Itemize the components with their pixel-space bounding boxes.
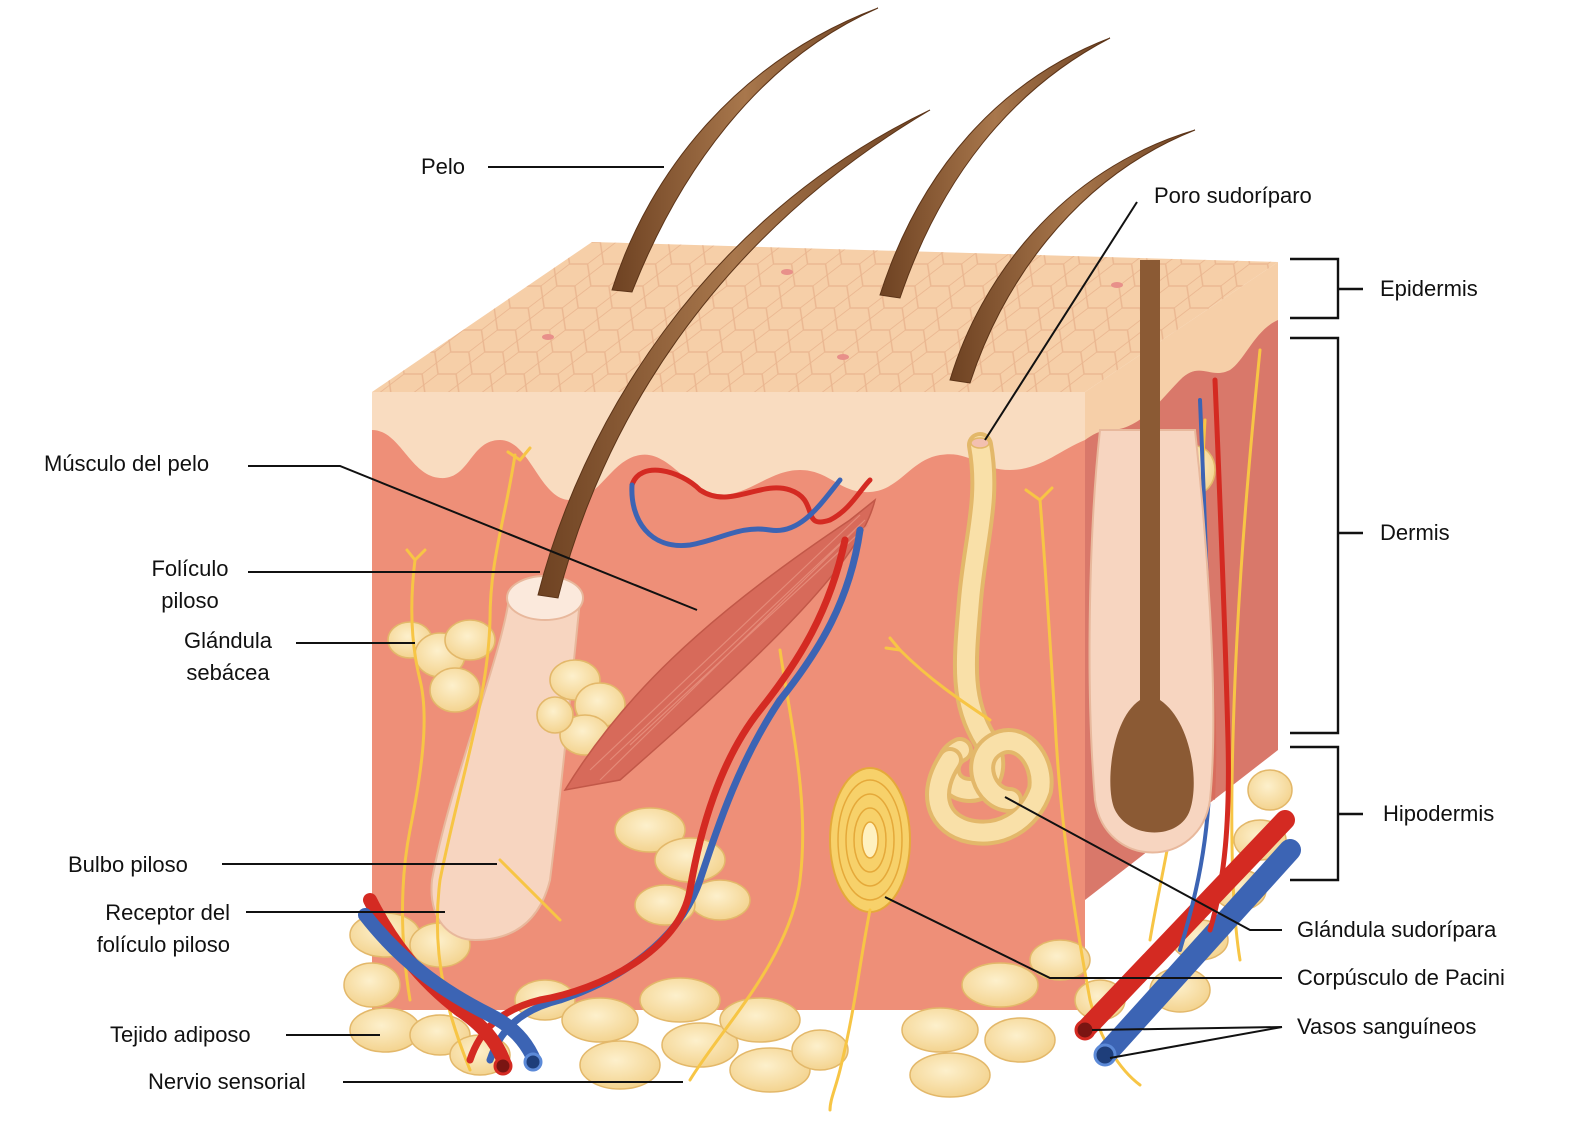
label-hair: Pelo [421, 154, 466, 179]
label-arrector-muscle: Músculo del pelo [44, 451, 210, 476]
hair-shafts [537, 7, 1196, 599]
label-hair-follicle-line1: Folículo [151, 556, 229, 581]
label-hair-follicle: Folículo piloso [130, 553, 250, 617]
label-sebaceous-gland-line2: sebácea [186, 660, 270, 685]
label-epidermis: Epidermis [1380, 276, 1478, 301]
label-adipose-tissue: Tejido adiposo [110, 1022, 251, 1047]
epidermis-front [372, 392, 1085, 500]
hair-follicle-section [1088, 260, 1215, 854]
pore [781, 269, 793, 275]
pacinian-corpuscle [829, 767, 911, 913]
label-sebaceous-gland-line1: Glándula [183, 628, 273, 653]
label-hypodermis: Hipodermis [1383, 801, 1495, 826]
label-sweat-gland: Glándula sudorípara [1297, 917, 1497, 942]
label-dermis: Dermis [1380, 520, 1450, 545]
pore [1111, 282, 1123, 288]
label-pacinian-corpuscle: Corpúsculo de Pacini [1297, 965, 1505, 990]
label-hair-follicle-line2: piloso [161, 588, 219, 613]
label-follicle-receptor: Receptor del folículo piloso [40, 897, 230, 961]
leader-lines [222, 166, 1283, 1083]
label-hair-bulb: Bulbo piloso [68, 852, 188, 877]
epidermis-side [1085, 262, 1278, 440]
label-sensory-nerve: Nervio sensorial [148, 1069, 306, 1094]
hair-follicle [430, 575, 584, 942]
pore [837, 354, 849, 360]
sweat-gland [925, 432, 1054, 846]
label-blood-vessels: Vasos sanguíneos [1297, 1014, 1477, 1039]
label-follicle-receptor-line2: folículo piloso [96, 932, 230, 957]
pore [542, 334, 554, 340]
label-follicle-receptor-line1: Receptor del [105, 900, 230, 925]
layer-brackets [1290, 257, 1363, 882]
label-sebaceous-gland: Glándula sebácea [168, 625, 288, 689]
label-sweat-pore: Poro sudoríparo [1154, 183, 1312, 208]
